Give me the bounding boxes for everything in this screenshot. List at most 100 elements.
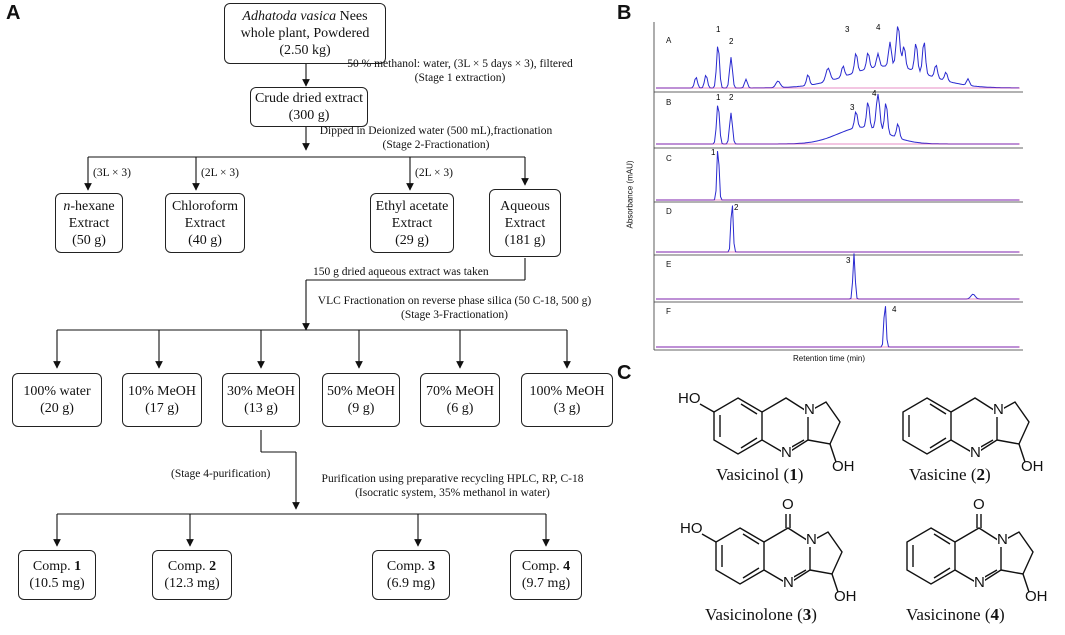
compound-number: 3	[428, 559, 436, 574]
trace-label-d: D	[666, 207, 672, 216]
trace-c	[656, 151, 1019, 201]
extract-box-ethylacetate: Ethyl acetate Extract (29 g)	[370, 193, 454, 253]
trace-label-e: E	[666, 260, 672, 269]
compound-box-4: Comp. 4 (9.7 mg)	[510, 550, 582, 600]
trace-b	[656, 93, 1019, 145]
fraction-solvent: 50% MeOH	[326, 384, 396, 399]
compound-amount: (9.7 mg)	[521, 576, 571, 591]
fraction-weight: (13 g)	[244, 401, 278, 416]
stage3-label: (Stage 3-Fractionation)	[401, 309, 508, 321]
peak-label-a-2: 2	[729, 37, 734, 46]
trace-a	[656, 26, 1019, 89]
peak-label-c-1: 1	[711, 148, 716, 157]
extract-weight: (29 g)	[395, 232, 429, 248]
crude-extract-box: Crude dried extract (300 g)	[250, 87, 368, 127]
fraction-box-100-water: 100% water (20 g)	[12, 373, 102, 427]
trace-label-c: C	[666, 154, 672, 163]
compound-number: 2	[209, 559, 217, 574]
fraction-weight: (9 g)	[347, 401, 375, 416]
flowchart-connectors	[53, 64, 571, 547]
compound-amount: (6.9 mg)	[386, 576, 436, 591]
extract-weight: (40 g)	[188, 232, 222, 248]
plant-authority: Nees	[336, 9, 368, 24]
peak-label-b-1: 1	[716, 93, 721, 102]
stage1-label: (Stage 1 extraction)	[414, 72, 506, 84]
peak-label-a-4: 4	[876, 23, 881, 32]
peak-label-f-4: 4	[892, 305, 897, 314]
fraction-box-10-meoh: 10% MeOH (17 g)	[122, 373, 202, 427]
trace-label-a: A	[666, 36, 672, 45]
trace-label-b: B	[666, 98, 672, 107]
compound-amount: (12.3 mg)	[164, 576, 220, 591]
chromatogram-y-label: Absorbance (mAU)	[625, 160, 635, 229]
atom-oh-3: OH	[834, 588, 857, 605]
extract-name: -hexane	[70, 198, 115, 214]
panel-label-b: B	[617, 2, 632, 24]
plant-material-box: Adhatoda vasica Nees whole plant, Powder…	[224, 3, 386, 64]
peak-label-b-3: 3	[850, 103, 855, 112]
fraction-box-30-meoh: 30% MeOH (13 g)	[222, 373, 300, 427]
atom-n1-4: N	[997, 531, 1008, 548]
trace-d	[656, 205, 1019, 253]
stage3-conditions: VLC Fractionation on reverse phase silic…	[317, 295, 592, 307]
fraction-solvent: 30% MeOH	[226, 384, 296, 399]
atom-oh-4: OH	[1025, 588, 1048, 605]
panel-label-c: C	[617, 362, 632, 384]
stage4-note: Purification using preparative recycling…	[300, 472, 605, 500]
compound-box-3: Comp. 3 (6.9 mg)	[372, 550, 450, 600]
fraction-solvent: 100% MeOH	[529, 384, 605, 399]
peak-label-b-2: 2	[729, 93, 734, 102]
extract-box-chloroform: Chloroform Extract (40 g)	[165, 193, 245, 253]
structure-vasicinone	[906, 514, 1034, 593]
atom-oh-2: OH	[1021, 458, 1044, 475]
structure-name-2: Vasicine (2)	[909, 465, 991, 484]
stage2-conditions: Dipped in Deionized water (500 mL),fract…	[319, 125, 553, 137]
atom-o-3: O	[782, 496, 794, 513]
extract-type: Extract	[68, 215, 110, 231]
extract-name: Chloroform	[171, 198, 239, 214]
panel-label-a: A	[6, 2, 21, 24]
stage3-note: VLC Fractionation on reverse phase silic…	[302, 294, 607, 322]
plant-part: whole plant, Powdered	[240, 26, 370, 41]
fraction-weight: (20 g)	[40, 401, 74, 416]
structure-vasicinolone	[701, 514, 843, 593]
branch-label-chloroform: (2L × 3)	[201, 167, 239, 179]
trace-label-f: F	[666, 307, 671, 316]
atom-o-4: O	[973, 496, 985, 513]
compound-prefix: Comp.	[386, 559, 429, 574]
compound-prefix: Comp.	[167, 559, 210, 574]
atom-n1-3: N	[806, 531, 817, 548]
atom-n2-4: N	[974, 574, 985, 591]
extract-name: Ethyl acetate	[375, 198, 449, 214]
peak-label-a-3: 3	[845, 25, 850, 34]
stage2-note: Dipped in Deionized water (500 mL),fract…	[300, 124, 572, 152]
compound-amount: (10.5 mg)	[29, 576, 85, 591]
fraction-weight: (17 g)	[145, 401, 179, 416]
atom-n2-2: N	[970, 444, 981, 461]
fraction-box-100-meoh: 100% MeOH (3 g)	[521, 373, 613, 427]
compound-prefix: Comp.	[521, 559, 564, 574]
branch-label-ethylacetate: (2L × 3)	[415, 167, 453, 179]
crude-extract-weight: (300 g)	[288, 108, 330, 123]
compound-box-1: Comp. 1 (10.5 mg)	[18, 550, 96, 600]
structure-vasicine	[902, 397, 1030, 463]
atom-n1-1: N	[804, 401, 815, 418]
extract-type: Extract	[184, 215, 226, 231]
atom-ho-1: HO	[678, 390, 701, 407]
fraction-box-70-meoh: 70% MeOH (6 g)	[420, 373, 500, 427]
extract-box-aqueous: Aqueous Extract (181 g)	[489, 189, 561, 257]
structure-name-4: Vasicinone (4)	[906, 605, 1005, 624]
atom-n2-3: N	[783, 574, 794, 591]
aqueous-taken-note: 150 g dried aqueous extract was taken	[313, 266, 489, 278]
extract-weight: (181 g)	[504, 232, 546, 248]
trace-e	[656, 253, 1019, 300]
extract-type: Extract	[504, 215, 546, 231]
atom-oh-1: OH	[832, 458, 855, 475]
stage4-conditions: Purification using preparative recycling…	[321, 473, 584, 485]
plant-species-name: Adhatoda vasica	[242, 9, 337, 24]
fraction-solvent: 70% MeOH	[425, 384, 495, 399]
fraction-weight: (6 g)	[446, 401, 474, 416]
extract-name: Aqueous	[500, 198, 550, 214]
compound-box-2: Comp. 2 (12.3 mg)	[152, 550, 232, 600]
